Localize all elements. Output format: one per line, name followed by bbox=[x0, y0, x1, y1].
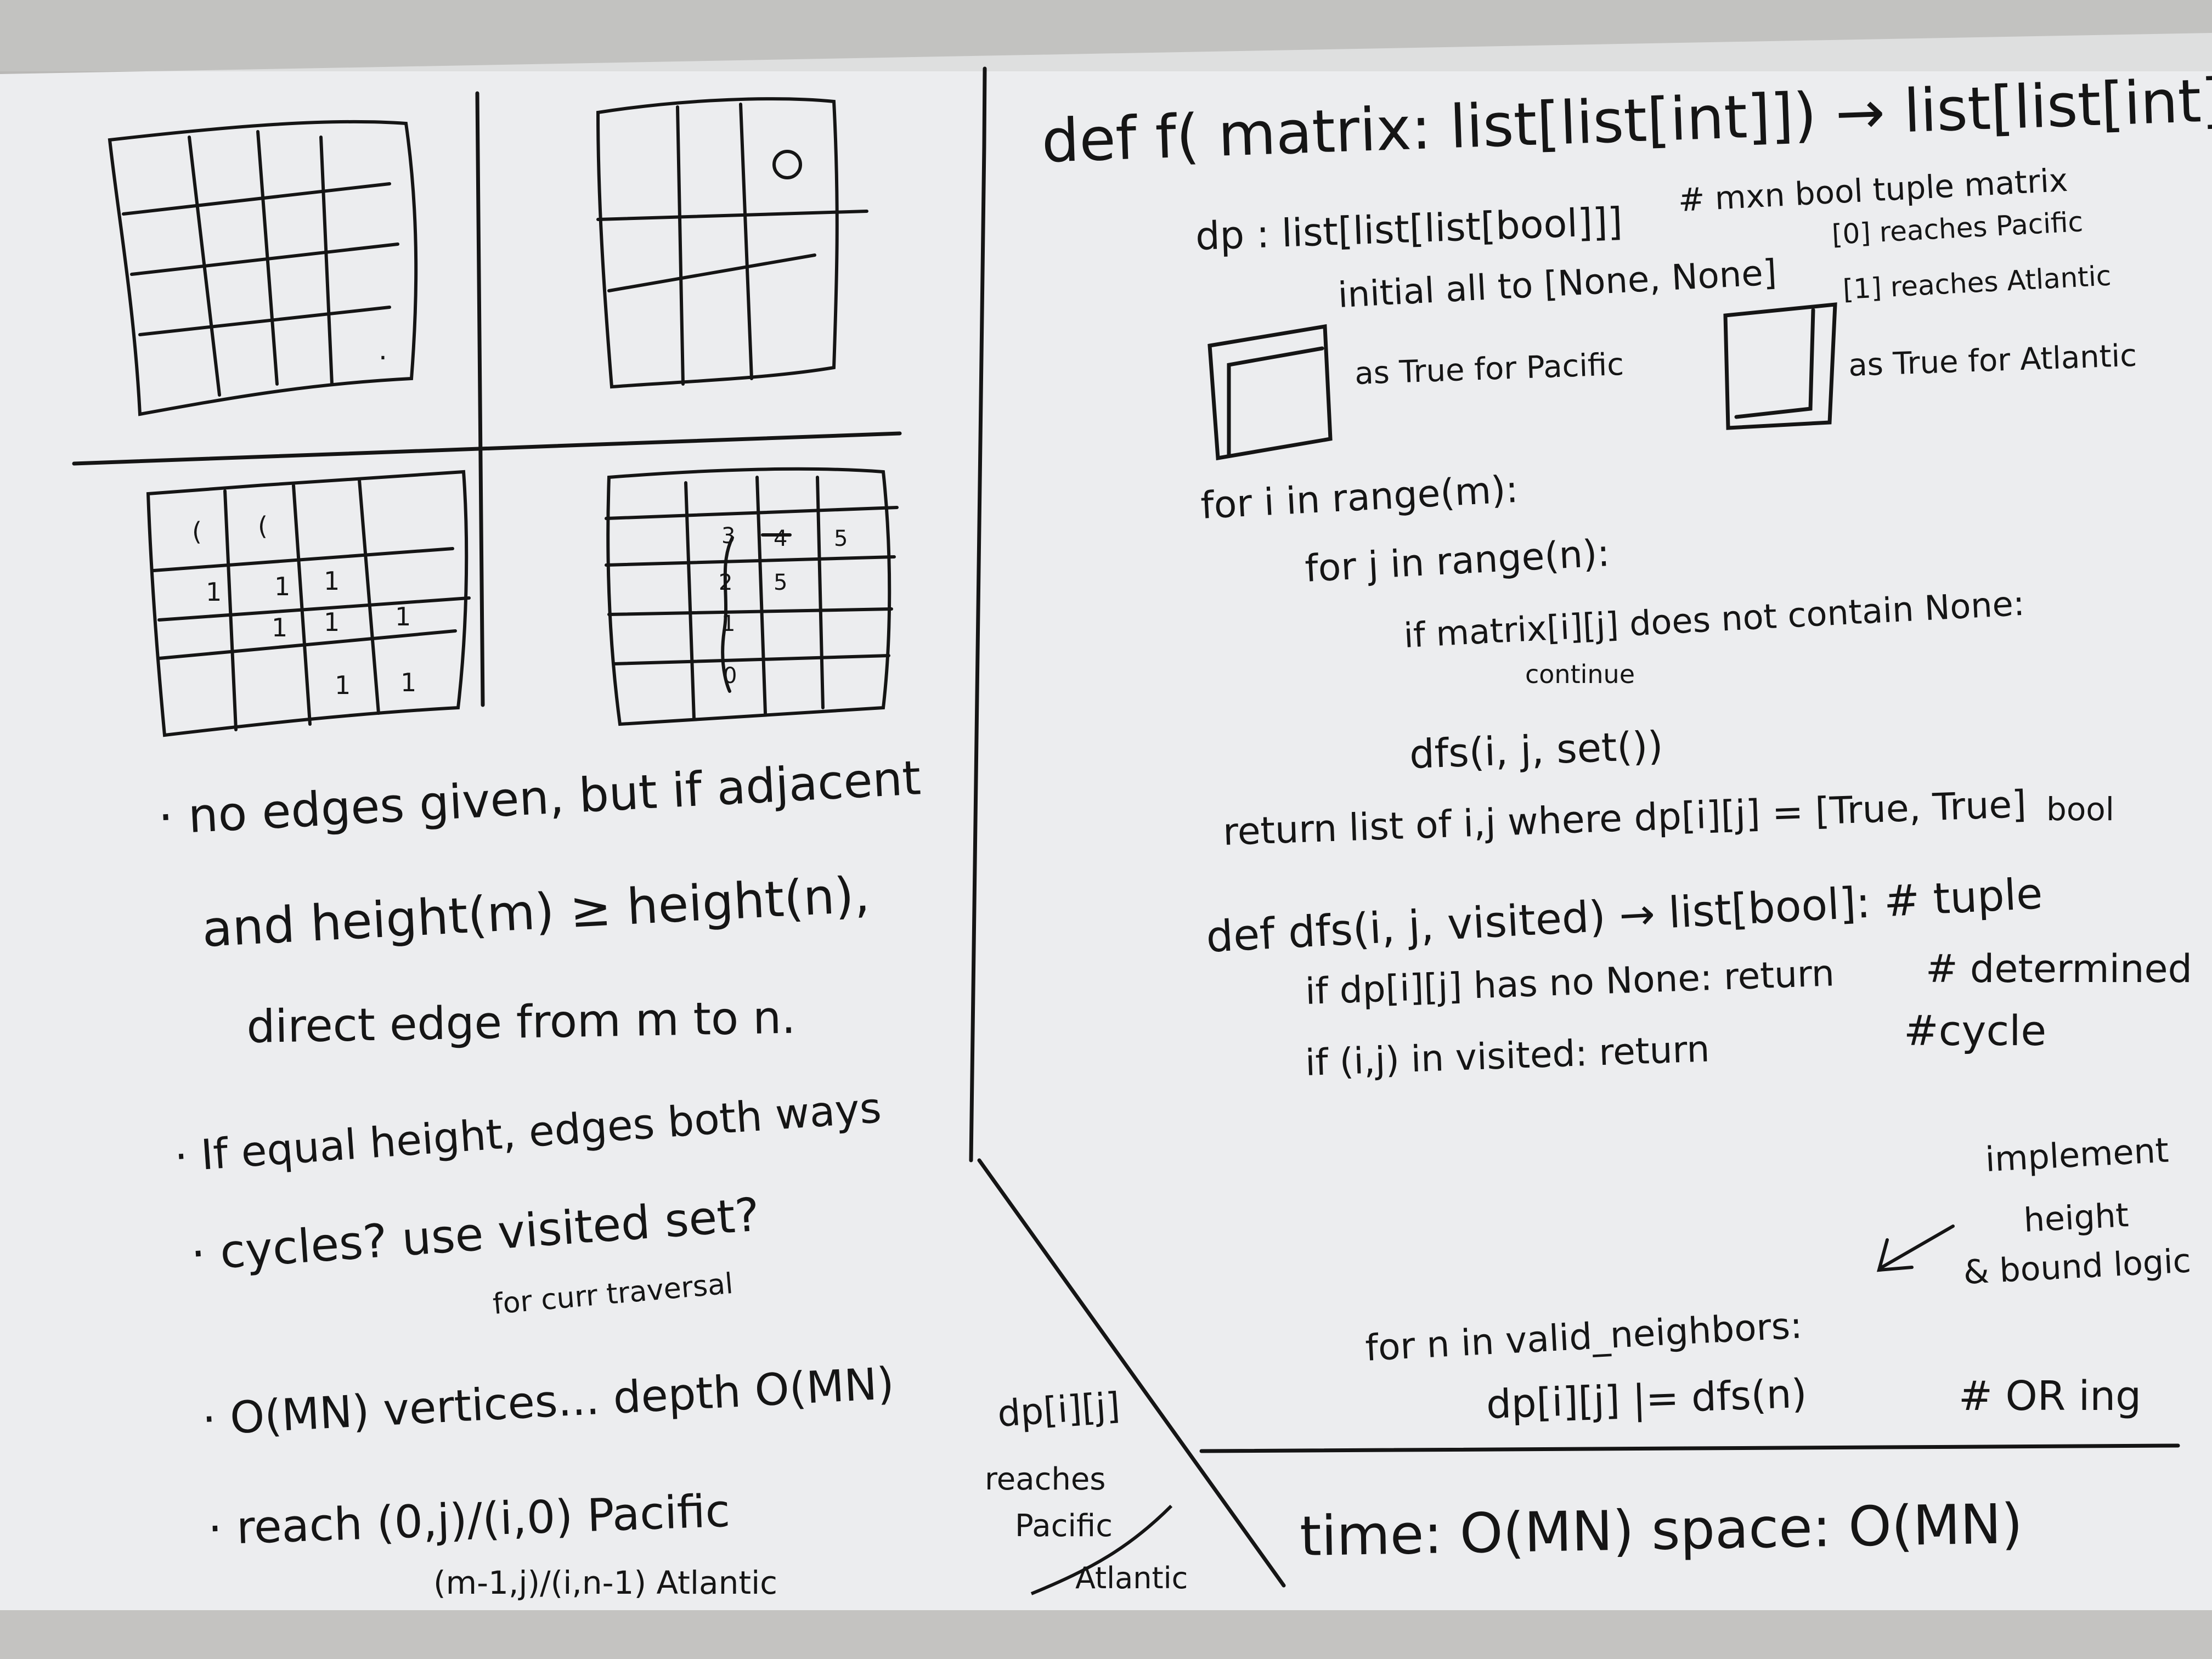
grid-line bbox=[816, 476, 825, 709]
pacific-square-outer bbox=[1207, 324, 1333, 461]
grid-top-right-border bbox=[596, 97, 839, 389]
grid-mark: 5 bbox=[834, 526, 848, 551]
code-impl-note-1: implement bbox=[1984, 1130, 2170, 1180]
grid-bottom-left bbox=[146, 470, 471, 737]
grid-mark: 4 bbox=[774, 526, 787, 551]
grid-line bbox=[596, 210, 868, 221]
code-or-comment: # OR ing bbox=[1959, 1373, 2141, 1420]
grid-line bbox=[122, 182, 391, 216]
grid-mark: ( bbox=[258, 511, 268, 541]
grid-line bbox=[607, 607, 893, 616]
grid-mark: 2 bbox=[719, 570, 732, 595]
grid-line bbox=[605, 555, 896, 567]
strikethrough-mark bbox=[1030, 1504, 1173, 1595]
corner-line-2: reaches bbox=[985, 1462, 1105, 1497]
code-if-none-comment: # determined bbox=[1926, 946, 2192, 991]
grid-line bbox=[684, 481, 696, 720]
grid-line bbox=[130, 242, 399, 276]
code-impl-note-2: height bbox=[2023, 1196, 2130, 1240]
grid-line bbox=[358, 478, 380, 715]
note-line-3: direct edge from m to n. bbox=[246, 992, 796, 1053]
code-complexity: time: O(MN) space: O(MN) bbox=[1299, 1492, 2023, 1568]
board-tray bbox=[0, 1610, 2212, 1659]
grid-mark: 5 bbox=[774, 570, 787, 595]
grid-line bbox=[256, 130, 279, 386]
grid-line bbox=[157, 596, 471, 622]
grid-bottom-left-border bbox=[146, 470, 469, 737]
grid-line bbox=[188, 136, 221, 397]
whiteboard bbox=[0, 33, 2212, 1624]
divider-lines bbox=[72, 66, 2180, 1588]
grid-line bbox=[319, 136, 334, 386]
grid-mark: 1 bbox=[324, 607, 340, 637]
pacific-square-inner bbox=[1227, 346, 1324, 458]
grid-mark: 1 bbox=[400, 668, 416, 697]
atlantic-square-inner bbox=[1734, 308, 1815, 419]
grid-line bbox=[613, 654, 890, 665]
grid-line bbox=[605, 506, 899, 520]
corner-diagonal bbox=[977, 1158, 1286, 1588]
grid-mark: 1 bbox=[395, 602, 411, 631]
legend-squares bbox=[1207, 302, 1837, 461]
grid-line bbox=[152, 547, 454, 572]
grid-mark: 1 bbox=[324, 566, 340, 596]
implement-arrow bbox=[1876, 1224, 1955, 1272]
grid-mark: 0 bbox=[723, 663, 737, 689]
grid-line bbox=[607, 253, 816, 292]
grid-top-left-border bbox=[108, 120, 418, 416]
grid-top-left-mark: . bbox=[379, 334, 387, 366]
grid-line bbox=[138, 306, 391, 336]
grid-line bbox=[292, 484, 312, 726]
grid-bottom-right bbox=[605, 467, 899, 726]
circle-marker bbox=[772, 150, 802, 179]
grid-line bbox=[739, 103, 753, 380]
grid-mark: 1 bbox=[272, 613, 287, 642]
grid-bottom-left-marks: ( ( 1 1 1 1 1 1 1 1 bbox=[192, 511, 416, 700]
grid-mark: 1 bbox=[721, 611, 735, 636]
ceiling-shadow bbox=[0, 0, 2212, 71]
grid-line bbox=[676, 105, 685, 386]
arrow-head bbox=[1876, 1238, 1914, 1272]
grid-mark: 1 bbox=[206, 577, 222, 607]
grid-line bbox=[721, 536, 734, 693]
grid-mark: 1 bbox=[335, 670, 351, 700]
grid-top-left bbox=[108, 120, 418, 416]
code-if-visited-comment: #cycle bbox=[1904, 1006, 2046, 1055]
grid-mark: 3 bbox=[721, 523, 735, 549]
grid-mark: ( bbox=[192, 517, 202, 546]
code-continue: continue bbox=[1525, 659, 1635, 689]
grid-top-right bbox=[596, 97, 868, 389]
corner-line-1: dp[i][j] bbox=[996, 1385, 1121, 1435]
grid-bottom-right-border bbox=[606, 467, 891, 726]
code-dfs-bool: bool bbox=[2046, 791, 2114, 828]
grid-line bbox=[157, 629, 457, 660]
note-line-8: (m-1,j)/(i,n-1) Atlantic bbox=[433, 1564, 777, 1601]
grids-horizontal-divider bbox=[72, 431, 902, 466]
corner-notes: dp[i][j] reaches Pacific Atlantic bbox=[985, 1385, 1188, 1595]
grid-line bbox=[755, 476, 767, 715]
corner-line-3: Pacific bbox=[1015, 1508, 1113, 1544]
grid-bottom-right-marks: 3 4 5 2 5 1 0 bbox=[719, 523, 848, 689]
main-vertical-divider bbox=[969, 66, 987, 1163]
grid-line bbox=[223, 489, 238, 731]
atlantic-square-outer bbox=[1723, 302, 1837, 430]
complexity-underline bbox=[1199, 1443, 2180, 1453]
arrow-shaft bbox=[1880, 1224, 1955, 1269]
corner-line-4: Atlantic bbox=[1075, 1561, 1188, 1595]
code-dfs-call: dfs(i, j, set()) bbox=[1409, 723, 1664, 777]
grid-mark: 1 bbox=[274, 572, 290, 601]
